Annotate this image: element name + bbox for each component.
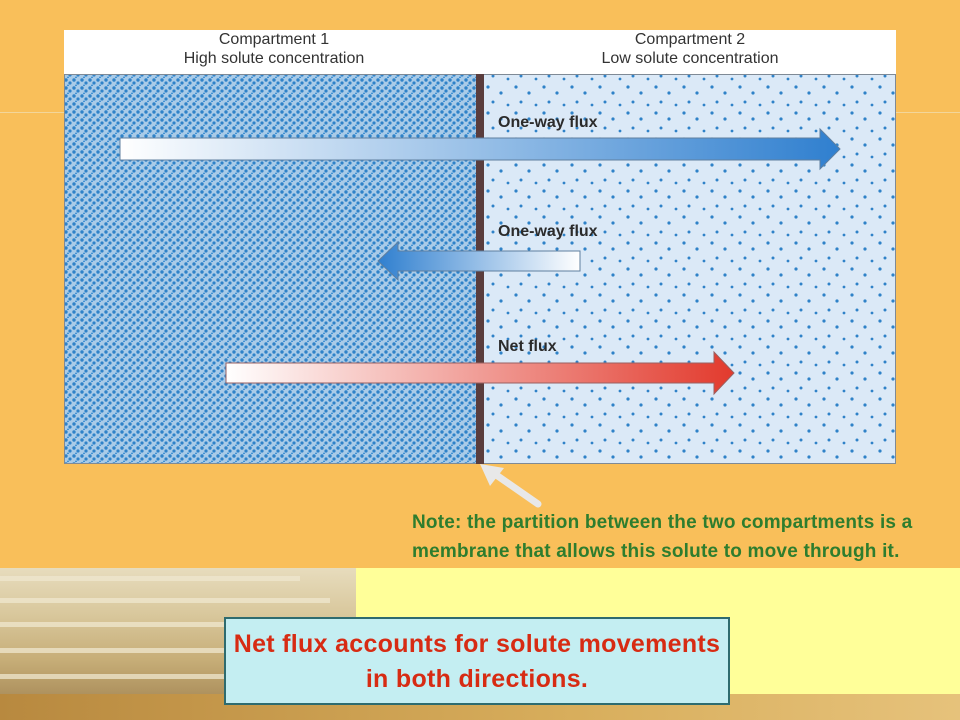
- compartment-1-label: Compartment 1 High solute concentration: [124, 30, 424, 68]
- flux-label: Net flux: [498, 338, 557, 355]
- diagram-graphic: [64, 74, 896, 464]
- flux-label: One-way flux: [498, 114, 598, 131]
- one-way-flux-right-arrow: [119, 127, 841, 171]
- net-flux-arrow: [225, 350, 735, 396]
- compartment-2-subtitle: Low solute concentration: [601, 50, 779, 67]
- flux-label: One-way flux: [498, 223, 598, 240]
- compartment-2-label: Compartment 2 Low solute concentration: [540, 30, 840, 68]
- flux-diagram: Compartment 1 High solute concentration …: [64, 30, 896, 464]
- compartment-1-title: Compartment 1: [218, 31, 330, 48]
- compartment-2-title: Compartment 2: [634, 31, 746, 48]
- membrane-pointer-arrow: [480, 464, 542, 508]
- compartment-1-subtitle: High solute concentration: [183, 50, 365, 67]
- net-flux-conclusion-box: Net flux accounts for solute movements i…: [224, 617, 730, 705]
- one-way-flux-left-arrow: [377, 240, 581, 282]
- membrane-note: Note: the partition between the two comp…: [412, 512, 913, 562]
